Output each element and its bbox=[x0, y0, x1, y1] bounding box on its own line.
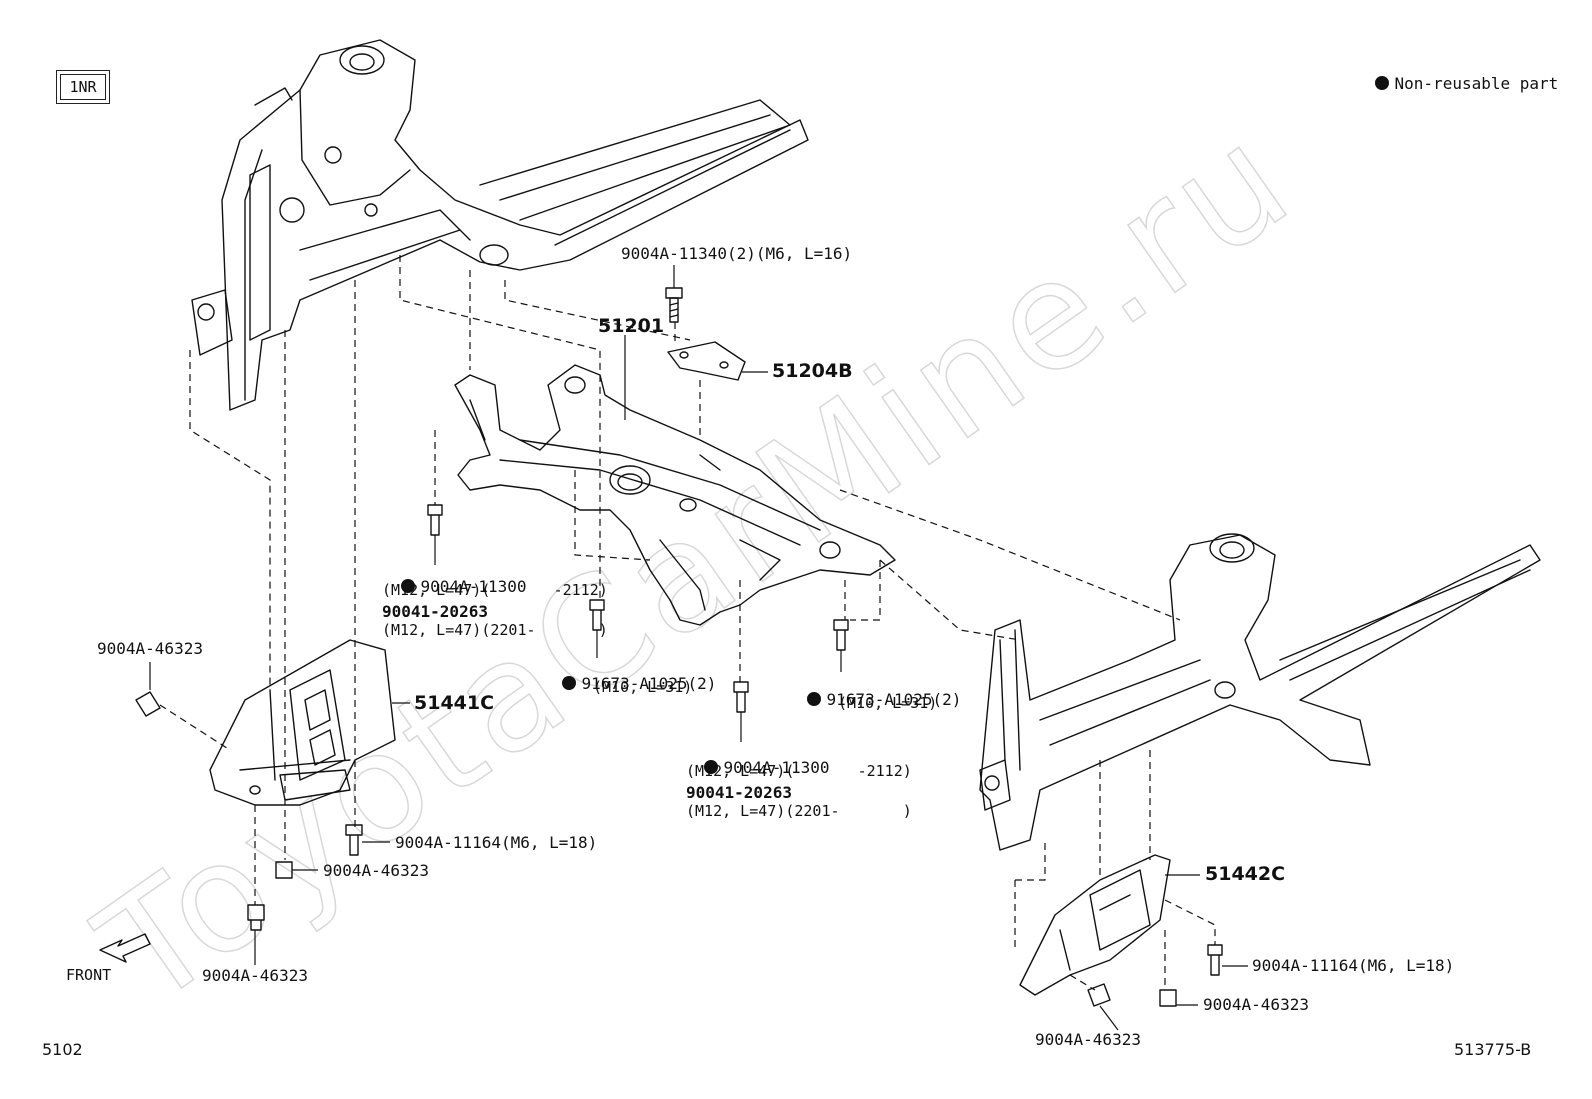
part-51442C: 51442C bbox=[1205, 863, 1286, 885]
legend-text: Non-reusable part bbox=[1394, 74, 1559, 93]
callout-screw-right: 9004A-11164(M6, L=18) bbox=[1252, 956, 1455, 975]
bolt-top bbox=[665, 287, 683, 323]
right-side-member bbox=[979, 533, 1541, 851]
callout-clip-left-bottom: 9004A-46323 bbox=[202, 966, 308, 985]
bracket-51204B bbox=[667, 341, 746, 381]
footer-right-code: 513775-B bbox=[1454, 1040, 1532, 1059]
left-bolt-a-label: 9004A-11300 bbox=[420, 577, 527, 596]
non-reusable-dot-icon bbox=[561, 676, 576, 690]
non-reusable-dot-icon bbox=[1374, 76, 1389, 90]
callout-left-bolt-b: 90041-20263 bbox=[382, 602, 488, 621]
callout-bolt-top: 9004A-11340(2)(M6, L=16) bbox=[621, 244, 853, 263]
non-reusable-dot-icon bbox=[400, 579, 415, 593]
under-cover-left bbox=[209, 639, 396, 806]
right-fasteners bbox=[1087, 944, 1223, 1007]
callout-left-bolt-a: 9004A-11300 bbox=[362, 563, 527, 611]
callout-center-bolt-c: 90041-20263 bbox=[686, 783, 792, 802]
callout-right-bolt-a-spec: (M10, L=31) bbox=[838, 694, 938, 712]
callout-center-bolt-b-spec: (M12, L=47)( -2112) bbox=[686, 762, 912, 780]
callout-right-bolt-a: 91673-A1025(2) bbox=[768, 676, 961, 724]
footer-left-code: 5102 bbox=[42, 1040, 83, 1059]
left-side-member bbox=[191, 39, 809, 411]
callout-center-bolt-c-spec: (M12, L=47)(2201- ) bbox=[686, 802, 912, 820]
callout-screw-left: 9004A-11164(M6, L=18) bbox=[395, 833, 598, 852]
part-51441C: 51441C bbox=[414, 692, 495, 714]
engine-code-badge: 1NR bbox=[56, 70, 110, 104]
callout-clip-right-mid: 9004A-46323 bbox=[1203, 995, 1309, 1014]
non-reusable-dot-icon bbox=[806, 692, 821, 706]
front-label: FRONT bbox=[66, 966, 112, 984]
non-reusable-dot-icon bbox=[703, 760, 718, 774]
leader-lines bbox=[149, 265, 1248, 1031]
callout-clip-left-mid: 9004A-46323 bbox=[323, 861, 429, 880]
callout-center-bolt-b: 9004A-11300 bbox=[665, 744, 830, 792]
center-bolt-a-label: 91673-A1025(2) bbox=[581, 674, 717, 693]
under-cover-right bbox=[1019, 854, 1171, 996]
part-51204B: 51204B bbox=[772, 360, 853, 382]
right-bolt-a-label: 91673-A1025(2) bbox=[826, 690, 962, 709]
callout-left-bolt-b-spec: (M12, L=47)(2201- ) bbox=[382, 621, 608, 639]
engine-code: 1NR bbox=[69, 78, 97, 96]
front-arrow-icon bbox=[99, 933, 151, 963]
callout-clip-left-top: 9004A-46323 bbox=[97, 639, 203, 658]
assembly-lines bbox=[159, 255, 1216, 991]
callout-center-bolt-a-spec: (M10, L=31) bbox=[593, 678, 693, 696]
callout-left-bolt-a-spec: (M12, L=47)( -2112) bbox=[382, 581, 608, 599]
center-bolt-b-label: 9004A-11300 bbox=[723, 758, 830, 777]
crossmember bbox=[454, 364, 896, 626]
part-51201: 51201 bbox=[598, 315, 665, 337]
legend: Non-reusable part bbox=[1336, 60, 1558, 108]
engine-code-badge-frame bbox=[60, 74, 106, 100]
callout-clip-right-bottom: 9004A-46323 bbox=[1035, 1030, 1141, 1049]
center-bolts bbox=[427, 504, 849, 713]
left-fasteners bbox=[135, 691, 363, 931]
callout-center-bolt-a: 91673-A1025(2) bbox=[523, 660, 716, 708]
